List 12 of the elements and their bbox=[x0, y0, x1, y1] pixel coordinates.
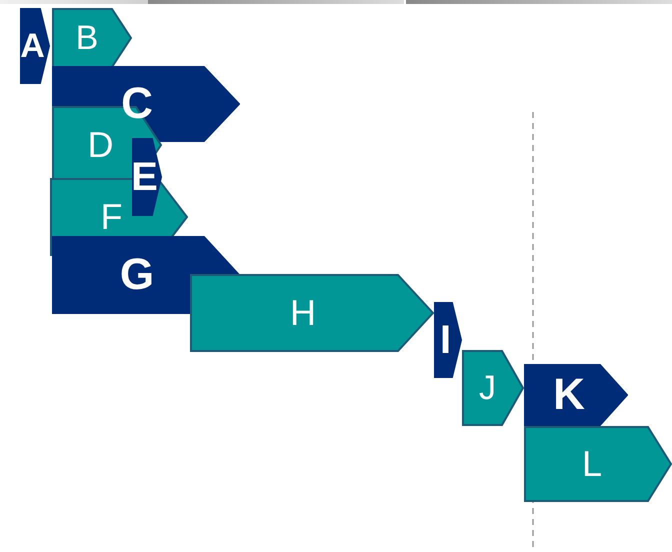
phase-letter: C bbox=[121, 82, 153, 126]
phase-letter: B bbox=[76, 21, 98, 55]
phase-letter: F bbox=[100, 199, 122, 235]
phase-letter: A bbox=[20, 29, 45, 63]
phase-letter: J bbox=[479, 371, 496, 405]
phase-letter: E bbox=[131, 157, 158, 197]
phase-letter: G bbox=[120, 253, 154, 297]
phase-letter: K bbox=[553, 373, 585, 417]
phase-letter: H bbox=[290, 295, 316, 331]
phase-letter: L bbox=[582, 446, 602, 482]
phase-letter: I bbox=[440, 320, 452, 360]
phase-letter: D bbox=[88, 127, 114, 163]
